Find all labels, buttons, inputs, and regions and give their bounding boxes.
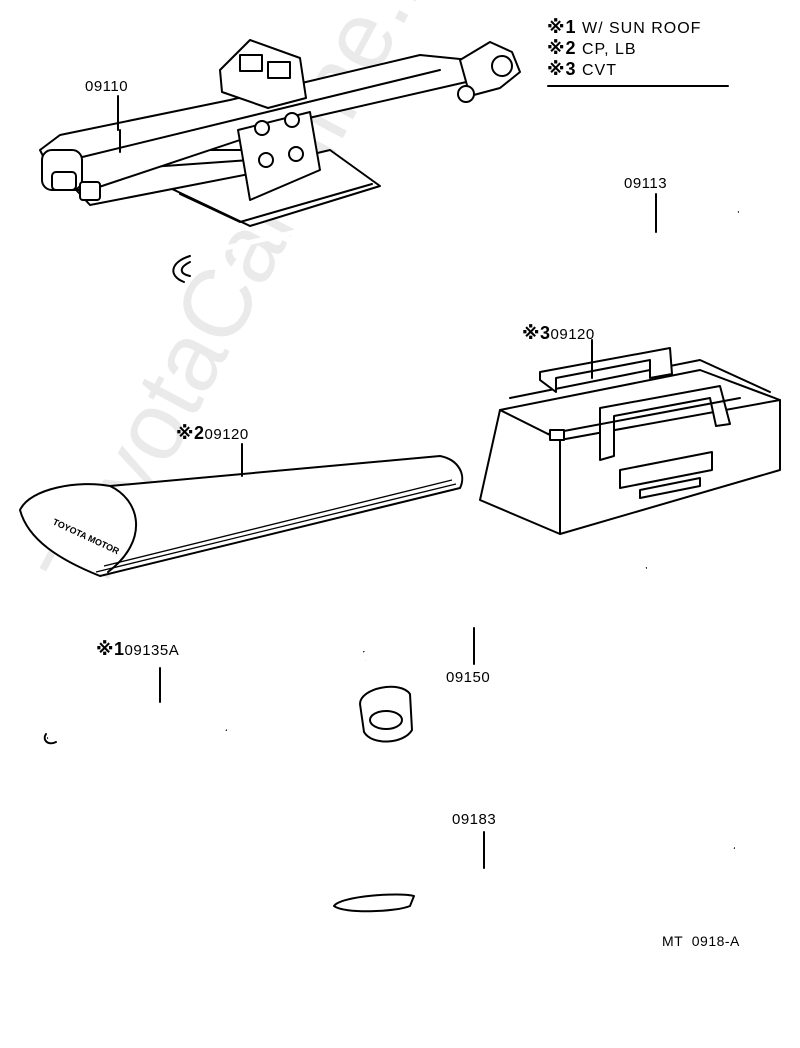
note-2-text: CP, LB [581,41,637,58]
note-1: ※1 W/ SUN ROOF [547,18,701,37]
note-3-mark: ※3 [547,59,577,79]
label-tire-lever: 09183 [452,811,497,828]
label-lug-wrench: 09150 [446,669,491,686]
hook-tool [43,667,228,745]
label-bag: ※309120 [522,324,595,342]
label-bag-mark: ※3 [522,323,551,343]
label-pouch-code: 09120 [204,426,249,443]
scissor-jack [39,39,521,227]
jack-handle-rod [172,185,739,283]
lug-wrench [359,564,647,743]
note-2-mark: ※2 [547,38,577,58]
label-jack-handle: 09113 [624,175,668,192]
label-hook-code: 09135A [124,642,180,659]
note-2: ※2 CP, LB [547,39,637,58]
note-3: ※3 CVT [547,60,617,79]
label-pouch-mark: ※2 [176,423,205,443]
label-bag-code: 09120 [550,326,595,343]
label-hook-mark: ※1 [96,639,125,659]
tool-bag [479,339,781,535]
tool-pouch: TOYOTA MOTOR [19,443,464,577]
label-hook: ※109135A [96,640,179,658]
note-3-text: CVT [581,62,617,79]
label-pouch: ※209120 [176,424,249,442]
figure-id: MT 0918-A [662,933,740,949]
tire-lever [333,823,735,913]
label-jack: 09110 [85,78,129,95]
note-1-text: W/ SUN ROOF [581,20,702,37]
note-1-mark: ※1 [547,17,577,37]
